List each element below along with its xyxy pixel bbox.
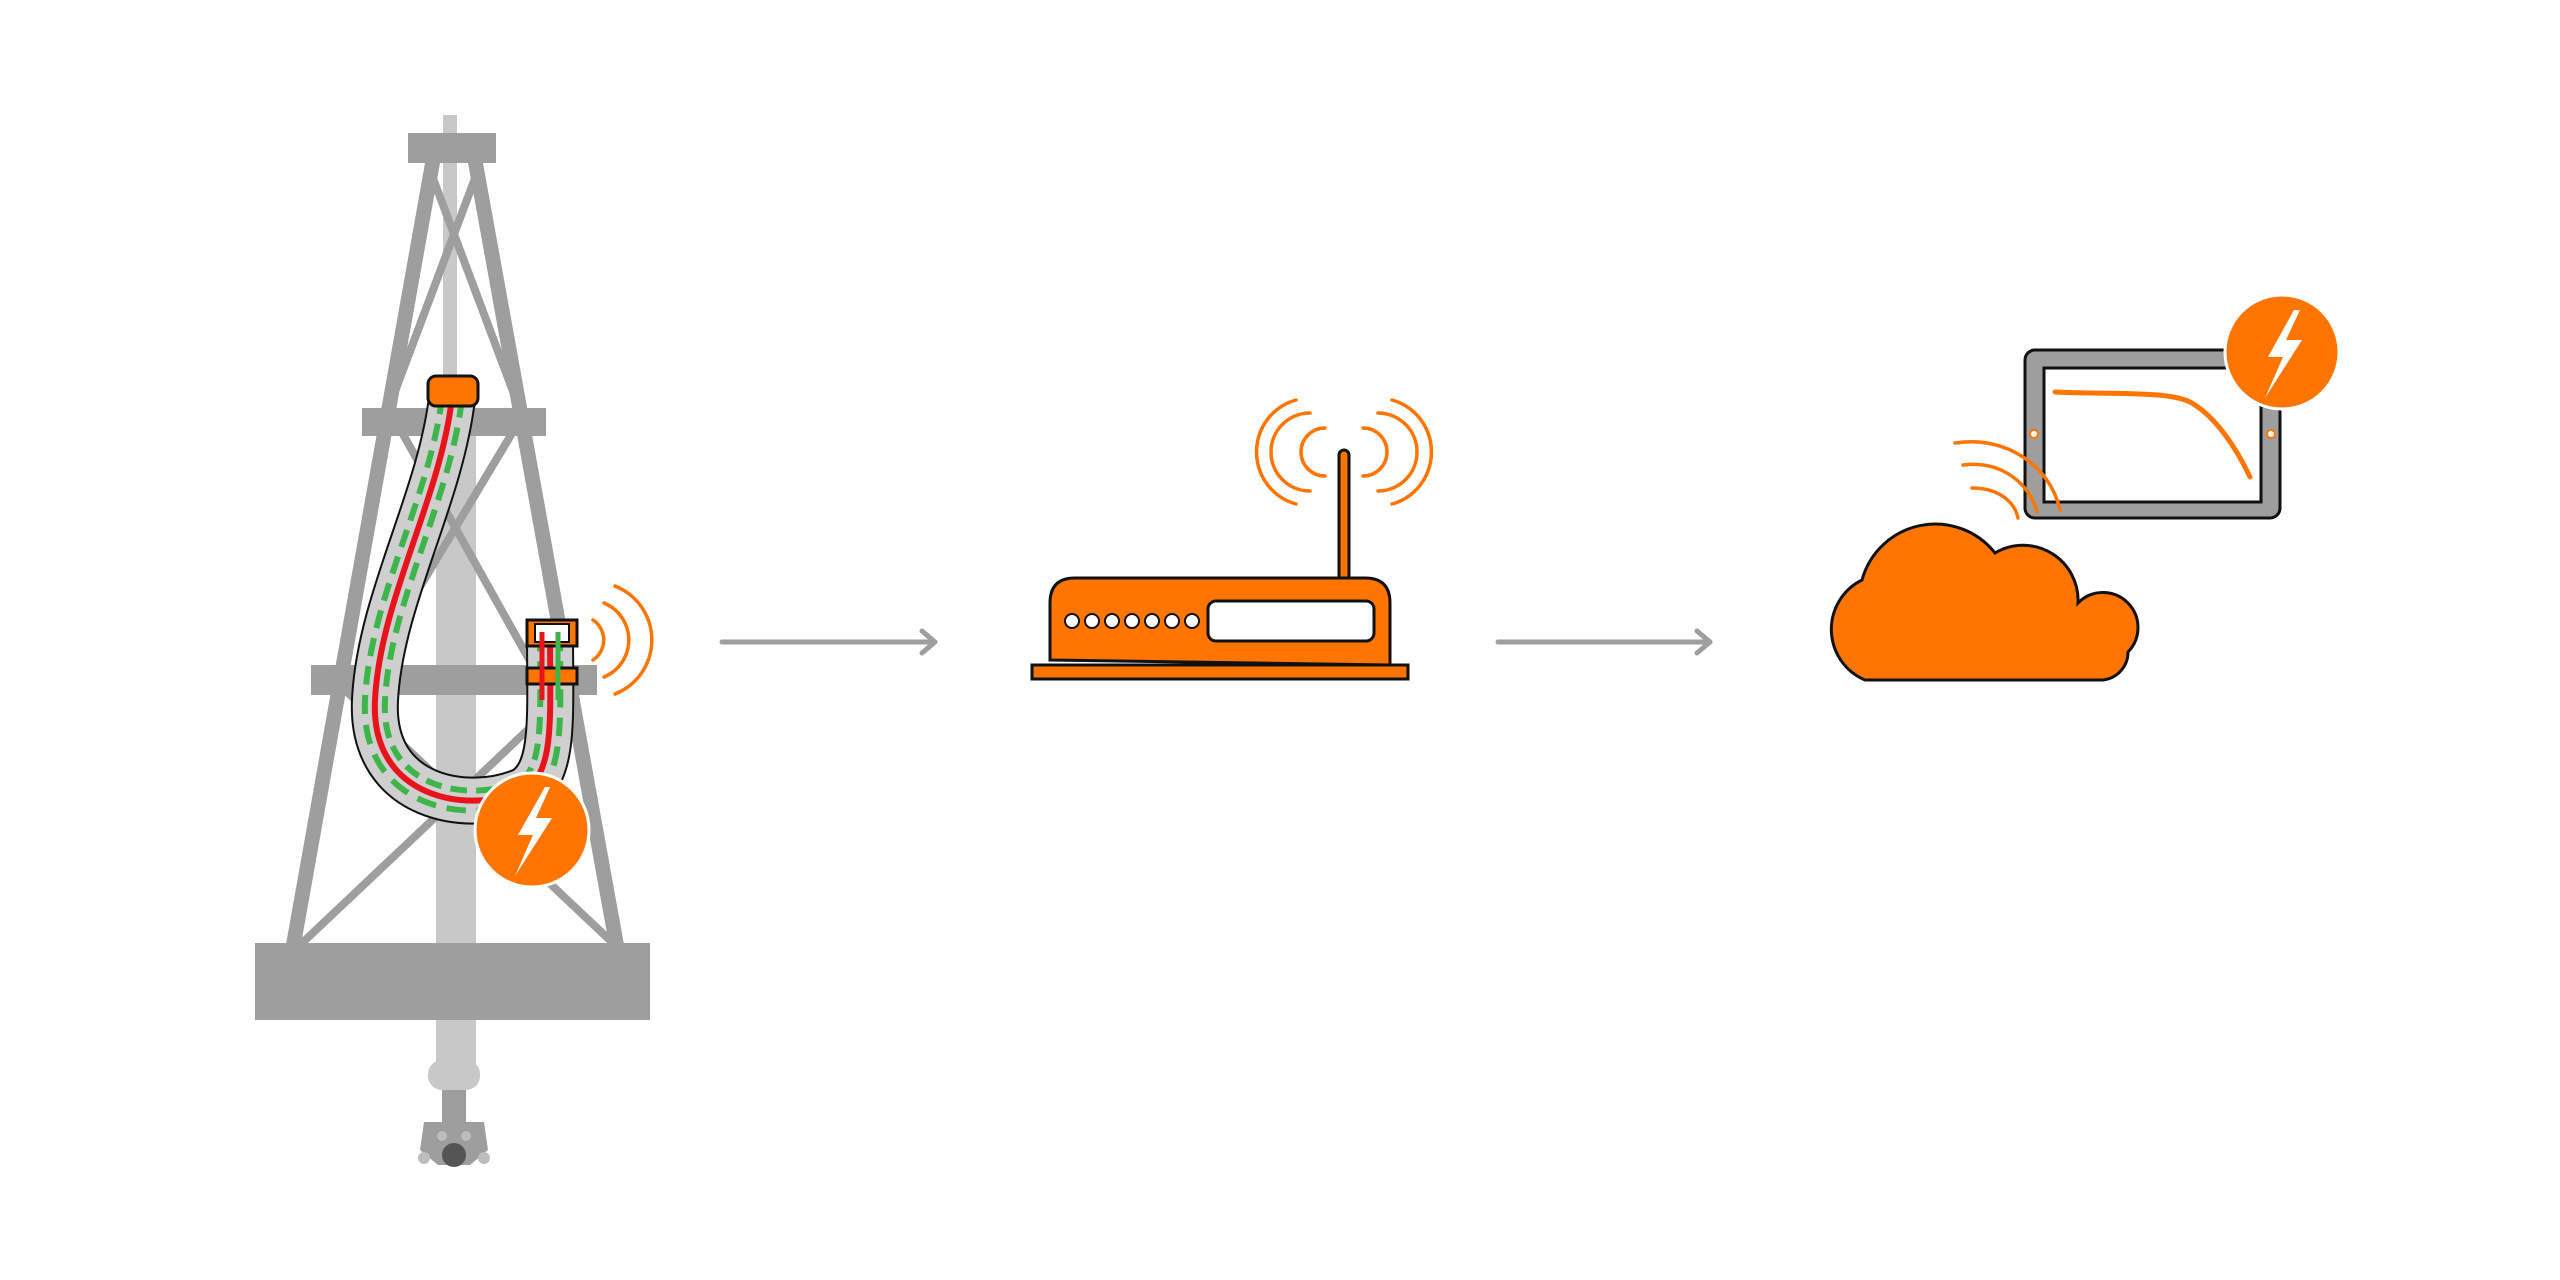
hose-top-fitting bbox=[426, 374, 480, 408]
drilling-rig-icon bbox=[255, 115, 650, 1167]
cloud-icon bbox=[1829, 522, 2140, 682]
arrow-right-icon bbox=[719, 628, 938, 656]
tablet-chart-icon bbox=[2023, 348, 2282, 520]
sensor-clamp bbox=[525, 618, 579, 700]
arrow-right-icon bbox=[1495, 628, 1713, 656]
lightning-bolt-icon bbox=[2223, 293, 2341, 411]
wireless-signal-icon bbox=[1953, 440, 2062, 520]
drill-bit-icon bbox=[418, 1122, 490, 1167]
broadcast-signal-icon bbox=[1254, 398, 1434, 506]
sensor-hose bbox=[350, 394, 575, 825]
lightning-bolt-icon bbox=[473, 771, 591, 889]
wireless-router-icon bbox=[1030, 448, 1410, 681]
trend-line bbox=[2052, 389, 2253, 480]
wireless-signal-icon bbox=[591, 584, 654, 696]
